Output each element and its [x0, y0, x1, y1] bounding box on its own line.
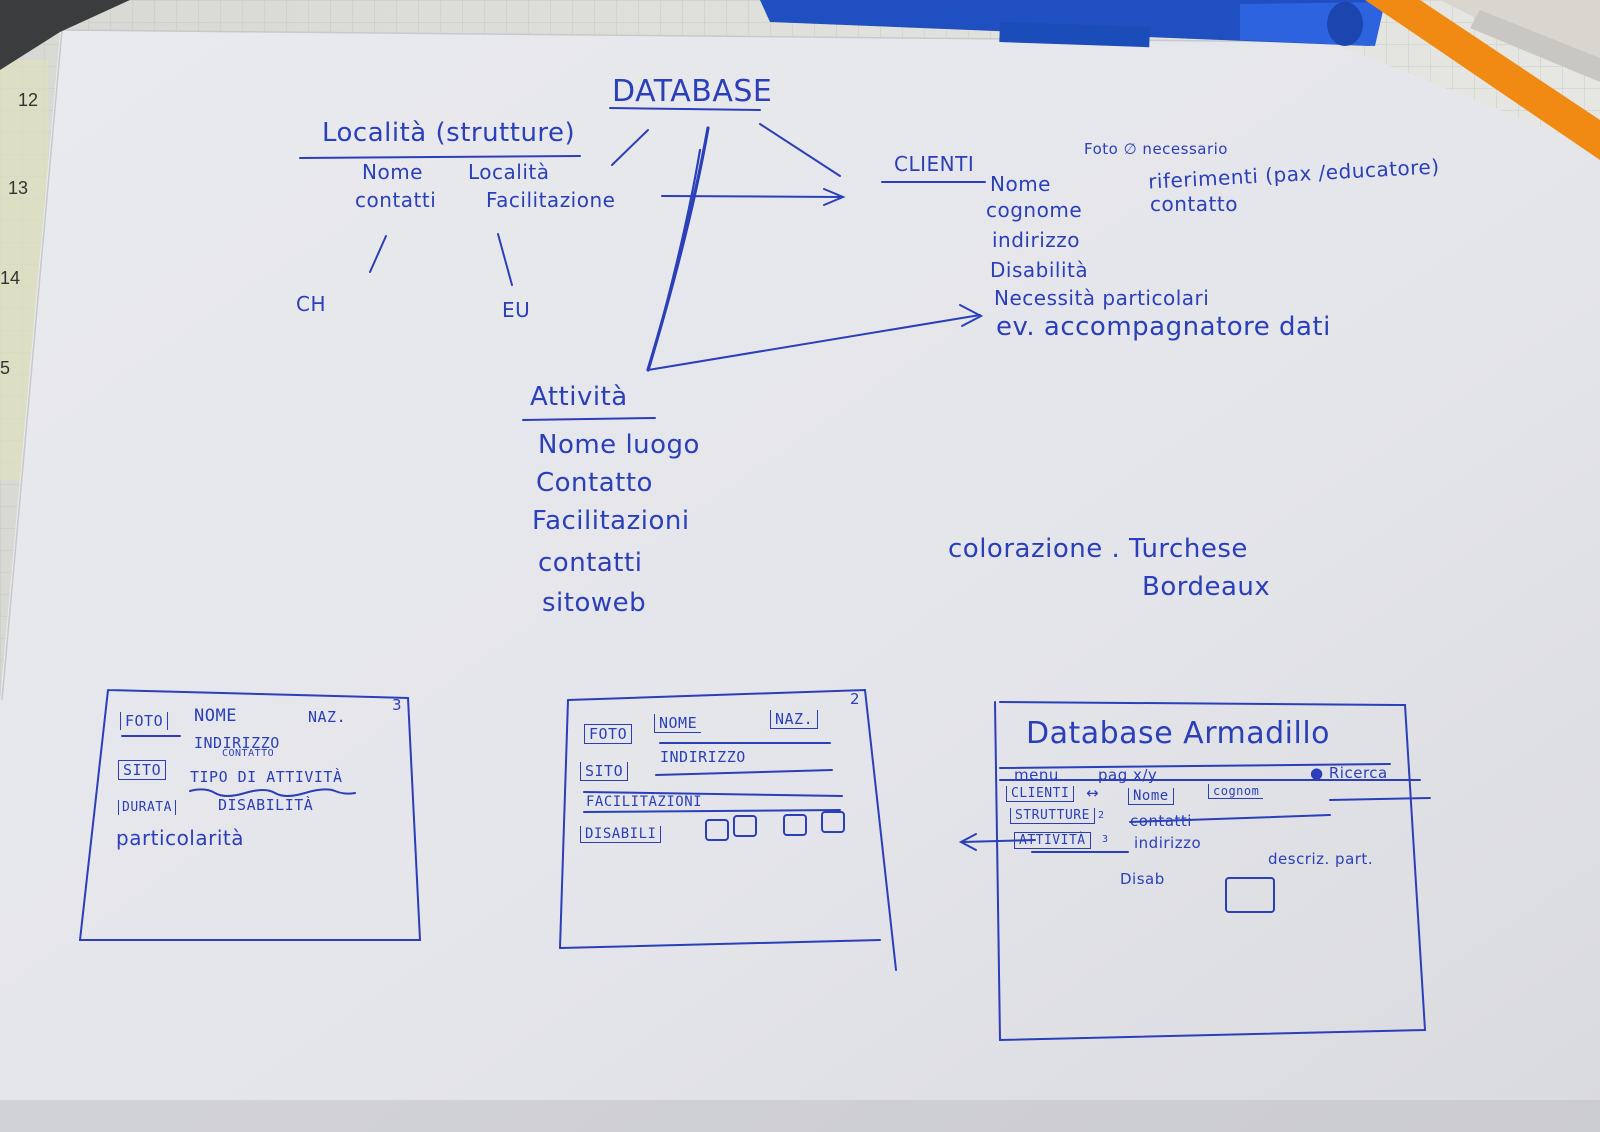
wf3-menu[interactable]: menu	[1014, 766, 1059, 784]
wf1-page-number: 3	[392, 696, 403, 714]
ruler-number: 14	[0, 268, 21, 288]
wf1-disabilita: DISABILITÀ	[218, 796, 314, 814]
wf1-nome: NOME	[194, 706, 237, 726]
localita-field: Località	[468, 160, 550, 184]
localita-field: Nome	[362, 160, 423, 184]
attivita-field: sitoweb	[542, 588, 647, 618]
pencil-icon	[1365, 0, 1600, 160]
ruler-number: 12	[18, 90, 39, 110]
wf1-tipo-attivita: TIPO DI ATTIVITÀ	[190, 768, 343, 786]
tab-arrow: ↔	[1086, 784, 1100, 802]
tab-clienti[interactable]: CLIENTI	[1006, 786, 1075, 802]
attivita-field: contatti	[538, 548, 643, 578]
wf3-pagination: pag x/y	[1098, 766, 1158, 784]
wf3-indirizzo: indirizzo	[1134, 834, 1202, 852]
colorazione-label: colorazione . Turchese	[948, 534, 1248, 564]
wf1-foto: FOTO	[120, 712, 169, 730]
localita-child-eu: EU	[502, 298, 531, 322]
clienti-field: ev. accompagnatore dati	[996, 312, 1331, 342]
attivita-field: Facilitazioni	[532, 506, 690, 536]
clienti-field: cognome	[986, 198, 1083, 222]
clienti-field: Nome	[990, 172, 1051, 196]
ruler-number: 5	[0, 358, 11, 378]
tab-number: 3	[1102, 834, 1109, 845]
wf2-disabili: DISABILI	[580, 826, 662, 843]
localita-title: Località (strutture)	[322, 118, 576, 148]
wf1-particolarita: particolarità	[116, 826, 244, 850]
clienti-field: Disabilità	[990, 258, 1089, 282]
clienti-note: Foto ∅ necessario	[1084, 140, 1228, 158]
wf1-contatto: CONTATTO	[222, 748, 275, 759]
tab-strutture[interactable]: STRUTTURE	[1010, 808, 1095, 824]
localita-field: contatti	[355, 188, 437, 212]
wf3-search[interactable]: ● Ricerca	[1310, 764, 1388, 782]
wf2-page-number: 2	[850, 690, 861, 708]
attivita-field: Nome luogo	[538, 430, 700, 460]
blue-pen-icon	[760, 0, 1385, 48]
wf2-nome: NOME	[654, 714, 702, 733]
wf3-cognome-field[interactable]: cognom	[1208, 784, 1264, 799]
wf3-title: Database Armadillo	[1026, 716, 1331, 751]
clienti-note: contatto	[1150, 192, 1238, 216]
wf3-contatti: contatti	[1130, 812, 1192, 830]
wf2-indirizzo: INDIRIZZO	[660, 748, 746, 766]
colorazione-value: Turchese	[1129, 534, 1248, 564]
search-icon: ●	[1310, 764, 1324, 782]
attivita-field: Contatto	[536, 468, 653, 498]
tab-number: 2	[1098, 810, 1105, 821]
wf2-naz: NAZ.	[770, 710, 819, 729]
ruler-number: 13	[8, 178, 29, 198]
colorazione-value: Bordeaux	[1142, 572, 1271, 602]
wf3-descrizione: descriz. part.	[1268, 850, 1374, 868]
localita-field: Facilitazione	[486, 188, 616, 212]
attivita-title: Attività	[530, 382, 628, 412]
localita-child-ch: CH	[296, 292, 327, 316]
wf1-naz: NAZ.	[308, 708, 347, 726]
diagram-lines	[78, 107, 1431, 1042]
clienti-field: Necessità particolari	[994, 286, 1210, 310]
wf2-sito: SITO	[580, 762, 629, 781]
wf3-nome-field[interactable]: Nome	[1128, 788, 1174, 805]
wf3-disab-label: Disab	[1120, 870, 1165, 888]
database-title: DATABASE	[612, 74, 773, 109]
wf1-sito: SITO	[118, 760, 167, 780]
wf1-indirizzo: INDIRIZZO	[194, 734, 280, 752]
clienti-title: CLIENTI	[894, 152, 975, 176]
wf3-search-label: Ricerca	[1328, 764, 1388, 782]
tab-attivita[interactable]: ATTIVITÀ	[1014, 832, 1091, 849]
colorazione-text: colorazione	[948, 534, 1103, 564]
clienti-field: indirizzo	[992, 228, 1080, 252]
wf2-foto: FOTO	[584, 724, 633, 744]
wf2-facilitazioni: FACILITAZIONI	[586, 794, 703, 810]
wf1-durata: DURATA	[118, 800, 176, 815]
